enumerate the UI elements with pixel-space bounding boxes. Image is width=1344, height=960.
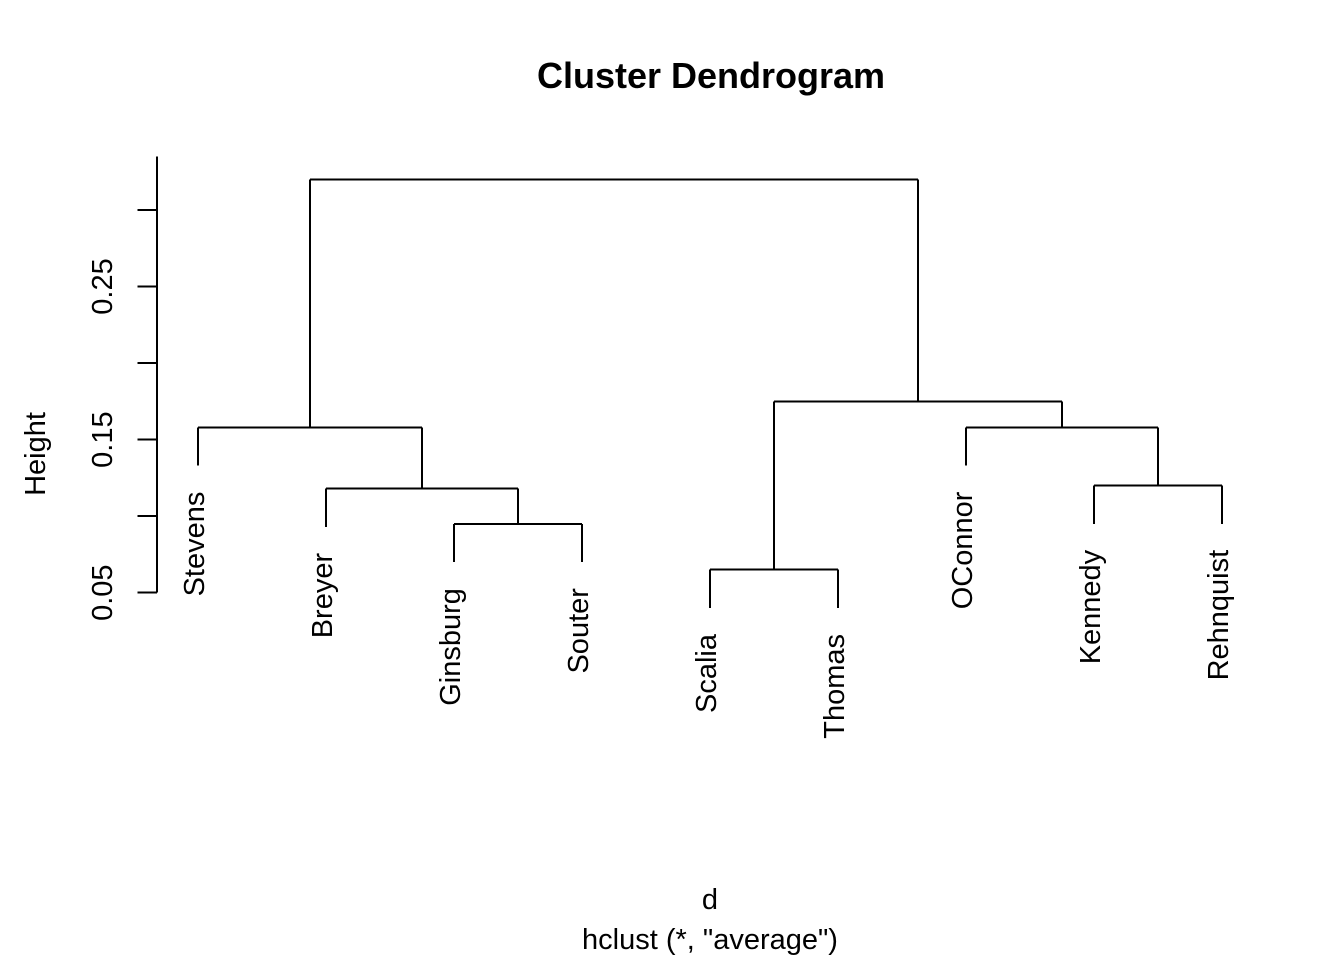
leaf-label-rehnquist: Rehnquist bbox=[1203, 550, 1235, 681]
plot-subtitle: hclust (*, "average") bbox=[582, 924, 838, 956]
y-tick-label: 0.05 bbox=[87, 564, 119, 620]
leaf-label-thomas: Thomas bbox=[819, 634, 851, 739]
leaf-label-kennedy: Kennedy bbox=[1075, 549, 1107, 664]
y-tick-label: 0.15 bbox=[87, 411, 119, 467]
plot-title: Cluster Dendrogram bbox=[537, 55, 885, 96]
leaf-label-oconnor: OConnor bbox=[947, 491, 979, 609]
leaf-label-scalia: Scalia bbox=[691, 633, 723, 713]
dendrogram-tree bbox=[197, 178, 1223, 609]
y-axis: 0.05 0.15 0.25 bbox=[87, 156, 158, 621]
y-tick-label: 0.25 bbox=[87, 258, 119, 314]
x-axis-label: d bbox=[702, 884, 718, 916]
leaf-label-souter: Souter bbox=[563, 588, 595, 674]
leaf-label-breyer: Breyer bbox=[307, 553, 339, 639]
leaf-label-stevens: Stevens bbox=[179, 492, 211, 597]
leaf-label-ginsburg: Ginsburg bbox=[435, 588, 467, 706]
y-axis-label: Height bbox=[20, 412, 52, 496]
